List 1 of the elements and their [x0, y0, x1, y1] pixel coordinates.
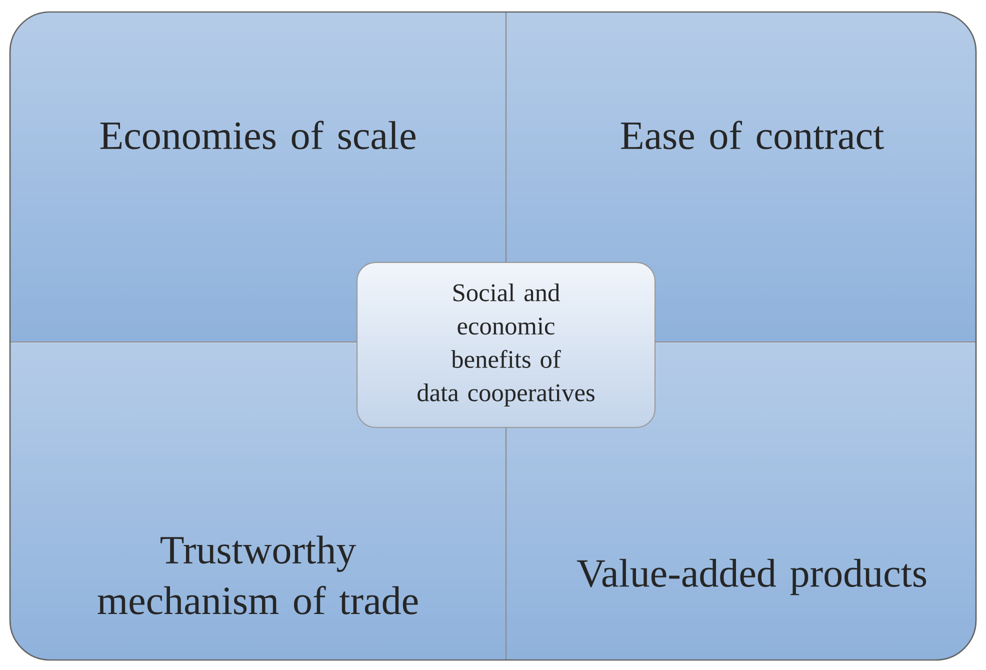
center-box: Social and economic benefits of data cooperatives [356, 262, 656, 428]
